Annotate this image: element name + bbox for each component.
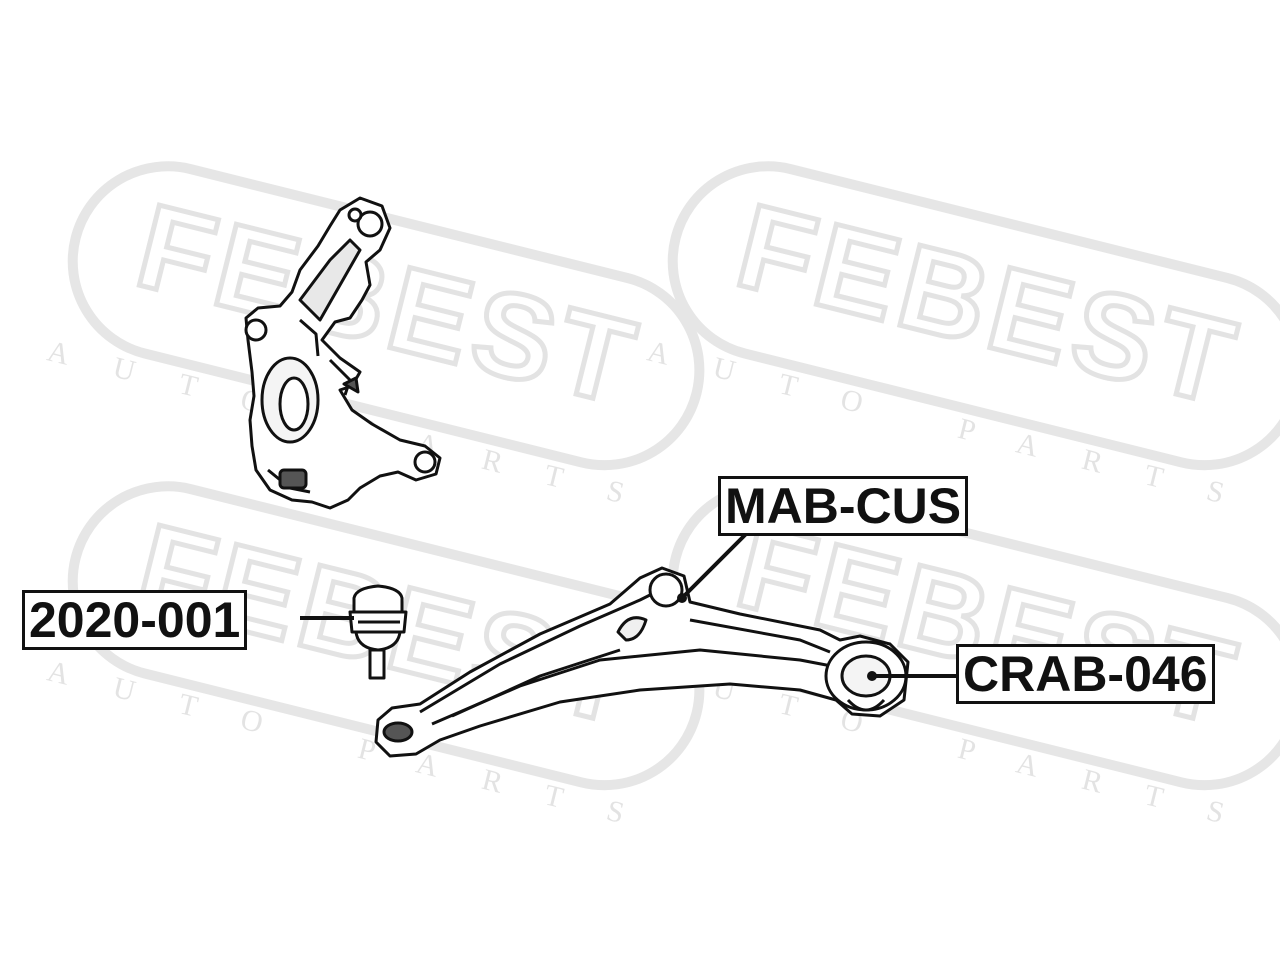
lower-control-arm [374,566,910,758]
steering-knuckle [244,196,442,510]
leader-dot-crab-046 [867,671,877,681]
part-label-mab-cus: MAB-CUS [718,476,969,536]
part-label-crab-046: CRAB-046 [956,644,1215,704]
leader-mab-cus [680,530,750,600]
part-label-ball-joint: 2020-001 [22,590,248,650]
leader-dot-mab-cus [677,593,687,603]
ball-joint [348,584,408,680]
watermark-top-right: FEBEST AUTO PARTS [644,161,1280,521]
leader-lines [300,530,960,678]
